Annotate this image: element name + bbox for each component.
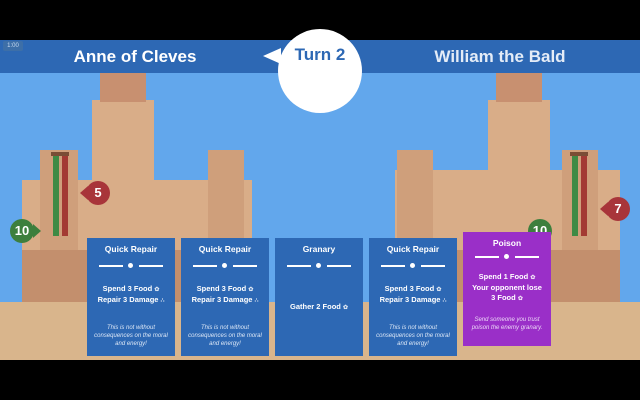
turn-bubble xyxy=(278,29,362,113)
card-title: Granary xyxy=(302,244,336,254)
letterbox-bottom xyxy=(0,360,640,400)
left-banner-red xyxy=(62,156,68,236)
card-divider xyxy=(475,254,539,259)
card-title: Quick Repair xyxy=(386,244,440,254)
card-divider xyxy=(287,263,351,268)
wheat-icon: ✿ xyxy=(530,275,536,281)
card-divider xyxy=(193,263,257,268)
card-effect-line: Repair 3 Damage xyxy=(379,295,441,304)
card-effect: Spend 3 Food ✿ Repair 3 Damage ∴ xyxy=(183,284,267,306)
card-description: This is not without consequences on the … xyxy=(188,325,262,347)
card-title: Quick Repair xyxy=(198,244,252,254)
card-effect: Spend 3 Food ✿ Repair 3 Damage ∴ xyxy=(89,284,173,306)
left-tower-roof xyxy=(100,72,146,102)
card-description: This is not without consequences on the … xyxy=(376,325,450,347)
card-quick-repair[interactable]: Quick Repair Spend 3 Food ✿ Repair 3 Dam… xyxy=(181,238,269,356)
card-granary[interactable]: Granary Gather 2 Food ✿ xyxy=(275,238,363,356)
rubble-icon: ∴ xyxy=(160,298,165,304)
card-quick-repair[interactable]: Quick Repair Spend 3 Food ✿ Repair 3 Dam… xyxy=(369,238,457,356)
player1-name: Anne of Cleves xyxy=(73,47,197,66)
card-divider xyxy=(381,263,445,268)
card-effect-line: Your opponent lose xyxy=(472,283,542,292)
left-castle-turret-2 xyxy=(208,150,244,250)
p2-food-badge-tip xyxy=(600,202,608,216)
card-description: This is not without consequences on the … xyxy=(94,325,168,347)
wheat-icon: ✿ xyxy=(436,287,442,293)
card-title: Quick Repair xyxy=(104,244,158,254)
turn-bubble-tail xyxy=(263,48,281,64)
card-effect: Spend 3 Food ✿ Repair 3 Damage ∴ xyxy=(371,284,455,306)
right-banner-green xyxy=(572,156,578,236)
wheat-icon: ✿ xyxy=(154,287,160,293)
player2-name: William the Bald xyxy=(434,47,566,66)
turn-timer: 1:00 xyxy=(3,41,23,51)
card-effect: Spend 1 Food ✿ Your opponent lose 3 Food… xyxy=(465,272,549,304)
card-effect-line: Spend 3 Food xyxy=(196,284,247,293)
right-banner-rod xyxy=(570,152,588,156)
p1-health-badge-tip xyxy=(33,224,41,238)
p2-food-badge: 7 xyxy=(606,197,630,221)
card-effect-line: Spend 3 Food xyxy=(384,284,435,293)
wheat-icon: ✿ xyxy=(342,305,348,311)
right-tower-roof xyxy=(496,72,542,102)
card-poison[interactable]: Poison Spend 1 Food ✿ Your opponent lose… xyxy=(463,232,551,346)
card-quick-repair[interactable]: Quick Repair Spend 3 Food ✿ Repair 3 Dam… xyxy=(87,238,175,356)
card-description: Send someone you trust poison the enemy … xyxy=(471,317,543,331)
rubble-icon: ∴ xyxy=(442,298,447,304)
right-castle-turret xyxy=(397,150,433,250)
wheat-icon: ✿ xyxy=(517,296,523,302)
card-effect-line: Spend 1 Food xyxy=(478,272,529,281)
wheat-icon: ✿ xyxy=(248,287,254,293)
p1-food-badge: 5 xyxy=(86,181,110,205)
card-title: Poison xyxy=(492,238,522,248)
card-effect: Gather 2 Food ✿ xyxy=(277,302,361,313)
rubble-icon: ∴ xyxy=(254,298,259,304)
card-effect-line: Gather 2 Food xyxy=(290,302,341,311)
left-banner-green xyxy=(53,156,59,236)
card-effect-line: Spend 3 Food xyxy=(102,284,153,293)
card-effect-line: 3 Food xyxy=(491,293,516,302)
left-castle-turret xyxy=(40,150,78,250)
p1-health-badge: 10 xyxy=(10,219,34,243)
right-banner-red xyxy=(581,156,587,236)
left-banner-rod xyxy=(51,152,69,156)
turn-label: Turn 2 xyxy=(294,45,346,64)
card-effect-line: Repair 3 Damage xyxy=(191,295,253,304)
right-castle-turret-2 xyxy=(562,150,598,250)
card-effect-line: Repair 3 Damage xyxy=(97,295,159,304)
p1-food-badge-tip xyxy=(80,186,88,200)
card-divider xyxy=(99,263,163,268)
